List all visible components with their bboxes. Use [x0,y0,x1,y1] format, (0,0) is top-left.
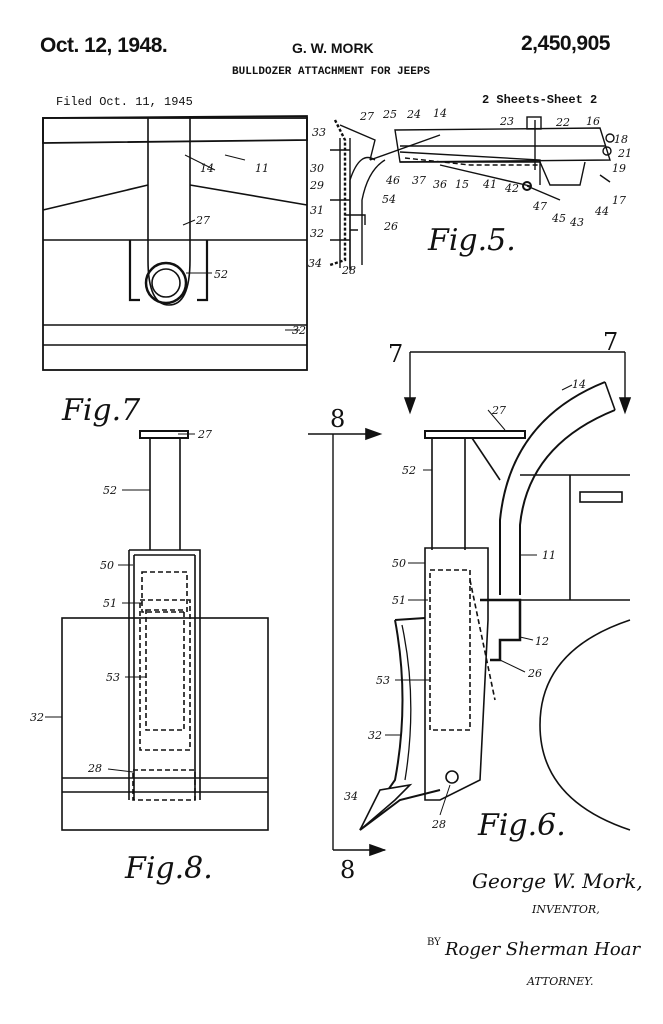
fig5-label-14: 14 [433,107,447,120]
fig5-label-18: 18 [614,133,628,146]
fig5-label-19: 19 [612,162,626,175]
fig5-label-46: 46 [385,174,400,187]
fig6-label-53: 53 [376,674,390,687]
fig8-label-53: 53 [106,671,120,684]
fig5-label-23: 23 [499,115,514,128]
fig6-label-28: 28 [431,818,446,831]
fig8-label-32: 32 [30,711,44,724]
section-mark-7-right: 7 [603,328,618,356]
fig5-label-41: 41 [482,178,497,191]
patent-title: BULLDOZER ATTACHMENT FOR JEEPS [232,66,431,78]
figure-8: 27 52 50 51 53 32 28 Fig.8. [30,428,269,886]
attorney-signature: Roger Sherman Hoar [444,939,641,960]
fig5-label-45: 45 [551,212,566,225]
fig5-label-54: 54 [382,193,396,206]
fig5-label-17: 17 [612,194,626,207]
fig5-label-36: 36 [433,178,447,191]
sheet-count: 2 Sheets-Sheet 2 [482,93,598,107]
fig6-label-34: 34 [344,790,358,803]
fig5-label-24: 24 [406,108,421,121]
fig6-label-50: 50 [392,557,406,570]
fig7-caption: Fig.7 [61,393,141,428]
fig7-label-14: 14 [200,162,214,175]
fig5-label-31: 31 [310,204,324,217]
signature-block: George W. Mork, INVENTOR, BY Roger Sherm… [427,869,643,988]
by-label: BY [427,937,441,948]
fig8-label-51: 51 [103,597,117,610]
fig5-label-27: 27 [359,110,374,123]
patent-date: Oct. 12, 1948. [40,34,168,57]
fig5-label-34: 34 [308,257,322,270]
fig5-label-16: 16 [586,115,600,128]
fig5-label-44: 44 [594,205,609,218]
patent-number: 2,450,905 [521,32,610,55]
figure-6: 7 7 8 8 [308,328,632,884]
fig7-label-52: 52 [214,268,228,281]
fig5-label-32: 32 [310,227,324,240]
fig8-label-52: 52 [103,484,117,497]
inventor-signature: George W. Mork, [472,869,643,893]
section-mark-8-bottom: 8 [340,856,355,884]
fig6-label-32: 32 [368,729,382,742]
fig8-label-27: 27 [197,428,212,441]
fig7-label-11: 11 [255,162,269,175]
inventor-name: G. W. MORK [292,40,374,56]
fig8-label-28: 28 [87,762,102,775]
fig5-label-29: 29 [309,179,324,192]
fig5-label-47: 47 [532,200,547,213]
fig6-label-11: 11 [542,549,556,562]
fig8-caption: Fig.8. [124,851,213,886]
fig5-label-43: 43 [569,216,584,229]
fig7-label-32: 32 [292,324,306,337]
fig6-label-51: 51 [392,594,406,607]
fig5-caption: Fig.5. [427,223,516,258]
fig6-label-12: 12 [535,635,549,648]
inventor-role: INVENTOR, [531,903,600,916]
fig5-label-33: 33 [312,126,326,139]
figure-7: 14 11 27 52 32 Fig.7 [42,115,308,428]
fig5-label-25: 25 [382,108,397,121]
fig6-label-14: 14 [572,378,586,391]
fig5-label-28: 28 [341,264,356,277]
section-mark-7-left: 7 [388,340,403,368]
attorney-role: ATTORNEY. [526,975,594,988]
fig5-label-15: 15 [455,178,469,191]
figure-5: 27 25 24 14 23 22 16 18 21 19 17 33 30 2… [308,107,632,277]
fig6-label-52: 52 [402,464,416,477]
filed-date: Filed Oct. 11, 1945 [56,95,193,109]
section-mark-8-top: 8 [330,405,345,433]
fig6-label-26: 26 [527,667,542,680]
fig8-label-50: 50 [100,559,114,572]
fig5-label-21: 21 [617,147,632,160]
fig6-caption: Fig.6. [477,808,566,843]
fig5-label-42: 42 [504,182,519,195]
fig7-label-27: 27 [195,214,210,227]
fig5-label-22: 22 [555,116,570,129]
fig5-label-30: 30 [310,162,324,175]
fig5-label-26: 26 [383,220,398,233]
fig6-label-27: 27 [491,404,506,417]
fig5-label-37: 37 [412,174,426,187]
